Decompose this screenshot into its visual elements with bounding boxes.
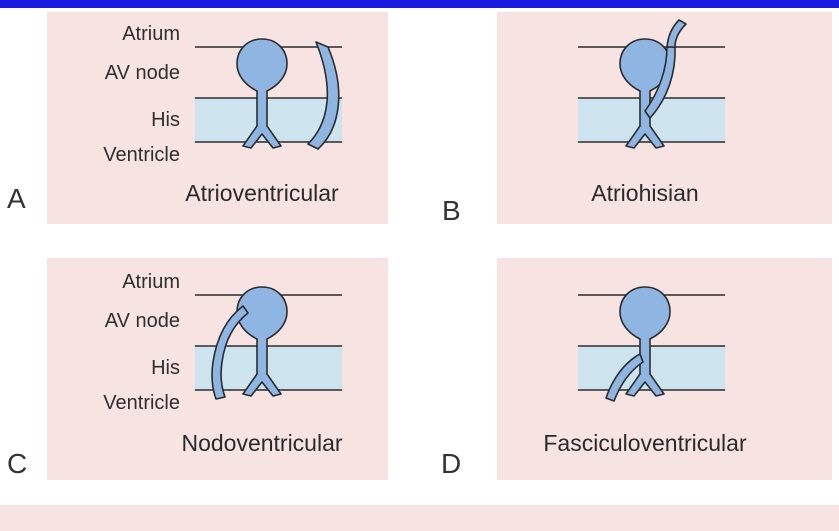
panel-nodoventricular: Atrium AV node His Ventricle Nodoventric… [47, 258, 388, 480]
diagram-atriohisian: Atriohisian [497, 12, 832, 224]
panel-letter-d: D [441, 448, 461, 480]
label-av-node: AV node [105, 310, 180, 332]
caption-atriohisian: Atriohisian [591, 180, 698, 206]
label-his: His [151, 357, 180, 379]
panel-atriohisian: Atriohisian [497, 12, 832, 224]
top-bar [0, 0, 839, 8]
label-atrium: Atrium [122, 271, 180, 293]
caption-fasciculoventricular: Fasciculoventricular [543, 430, 747, 456]
bottom-strip [0, 505, 839, 531]
panel-letter-a: A [7, 183, 26, 215]
panel-atrioventricular: Atrium AV node His Ventricle Atrioventri… [47, 12, 388, 224]
label-atrium: Atrium [122, 23, 180, 45]
label-his: His [151, 109, 180, 131]
label-av-node: AV node [105, 62, 180, 84]
caption-nodoventricular: Nodoventricular [181, 430, 342, 456]
accessory-pathway-upper [667, 20, 686, 47]
panel-fasciculoventricular: Fasciculoventricular [497, 258, 832, 480]
label-ventricle: Ventricle [103, 144, 180, 166]
diagram-atrioventricular: Atrium AV node His Ventricle Atrioventri… [47, 12, 388, 224]
panel-letter-b: B [442, 195, 461, 227]
diagram-fasciculoventricular: Fasciculoventricular [497, 258, 832, 480]
panel-letter-c: C [7, 448, 27, 480]
caption-atrioventricular: Atrioventricular [185, 180, 339, 206]
diagram-nodoventricular: Atrium AV node His Ventricle Nodoventric… [47, 258, 388, 480]
label-ventricle: Ventricle [103, 392, 180, 414]
